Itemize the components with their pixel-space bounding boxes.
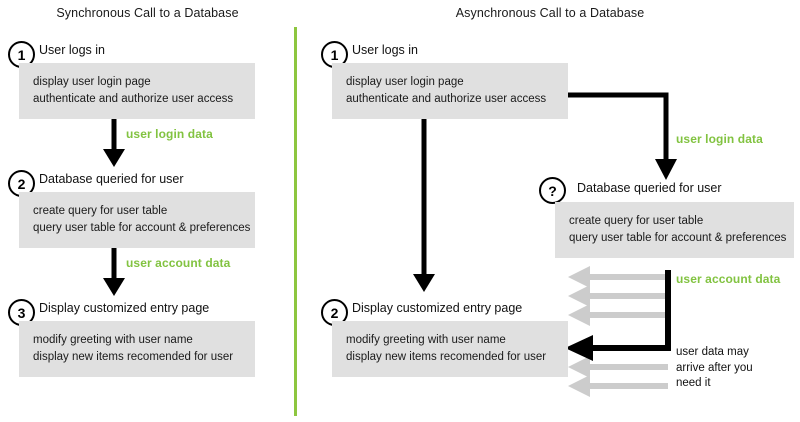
async-step-1-line-2: authenticate and authorize user access	[346, 93, 547, 105]
async-db-call-arrow	[560, 88, 680, 188]
async-latency-note: user data may arrive after you need it	[676, 345, 753, 392]
async-db-step-heading: Database queried for user	[577, 181, 722, 195]
sync-step-3-box: modify greeting with user name display n…	[19, 321, 255, 377]
sync-arrow-2-label: user account data	[126, 256, 231, 270]
async-db-step-line-2: query user table for account & preferenc…	[569, 232, 787, 244]
async-panel-title: Asynchronous Call to a Database	[455, 6, 645, 20]
async-return-label: user account data	[676, 272, 781, 286]
async-step-1-heading: User logs in	[352, 43, 418, 57]
async-latency-note-line-1: user data may	[676, 346, 749, 358]
async-main-flow-arrow	[410, 119, 450, 294]
async-step-2-line-1: modify greeting with user name	[346, 334, 506, 346]
sync-step-2-box: create query for user table query user t…	[19, 192, 255, 248]
async-step-2-line-2: display new items recomended for user	[346, 351, 547, 363]
async-db-step-line-1: create query for user table	[569, 215, 704, 227]
async-step-2-box: modify greeting with user name display n…	[332, 321, 568, 377]
sync-step-3-heading: Display customized entry page	[39, 301, 210, 315]
sync-step-2-heading: Database queried for user	[39, 172, 184, 186]
sync-step-3-line-2: display new items recomended for user	[33, 351, 234, 363]
sync-step-1-box: display user login page authenticate and…	[19, 63, 255, 119]
async-latency-note-line-2: arrive after you	[676, 361, 753, 374]
async-db-call-label: user login data	[676, 132, 763, 146]
sync-arrow-1	[100, 119, 140, 169]
async-return-arrows	[565, 262, 695, 402]
async-latency-note-line-3: need it	[676, 377, 711, 389]
async-db-step-badge: ?	[539, 177, 566, 204]
sync-arrow-2	[100, 248, 140, 298]
sync-step-1-line-1: display user login page	[33, 76, 151, 88]
sync-step-3-line-1: modify greeting with user name	[33, 334, 193, 346]
sync-arrow-1-label: user login data	[126, 127, 213, 141]
panel-divider	[294, 27, 297, 416]
async-step-1-line-1: display user login page	[346, 76, 464, 88]
sync-panel-title: Synchronous Call to a Database	[56, 6, 239, 20]
sync-step-1-heading: User logs in	[39, 43, 105, 57]
sync-step-2-line-2: query user table for account & preferenc…	[33, 222, 251, 234]
sync-step-1-line-2: authenticate and authorize user access	[33, 93, 234, 105]
async-step-2-heading: Display customized entry page	[352, 301, 523, 315]
async-db-step-box: create query for user table query user t…	[555, 202, 794, 258]
sync-step-2-line-1: create query for user table	[33, 205, 168, 217]
async-step-1-box: display user login page authenticate and…	[332, 63, 568, 119]
